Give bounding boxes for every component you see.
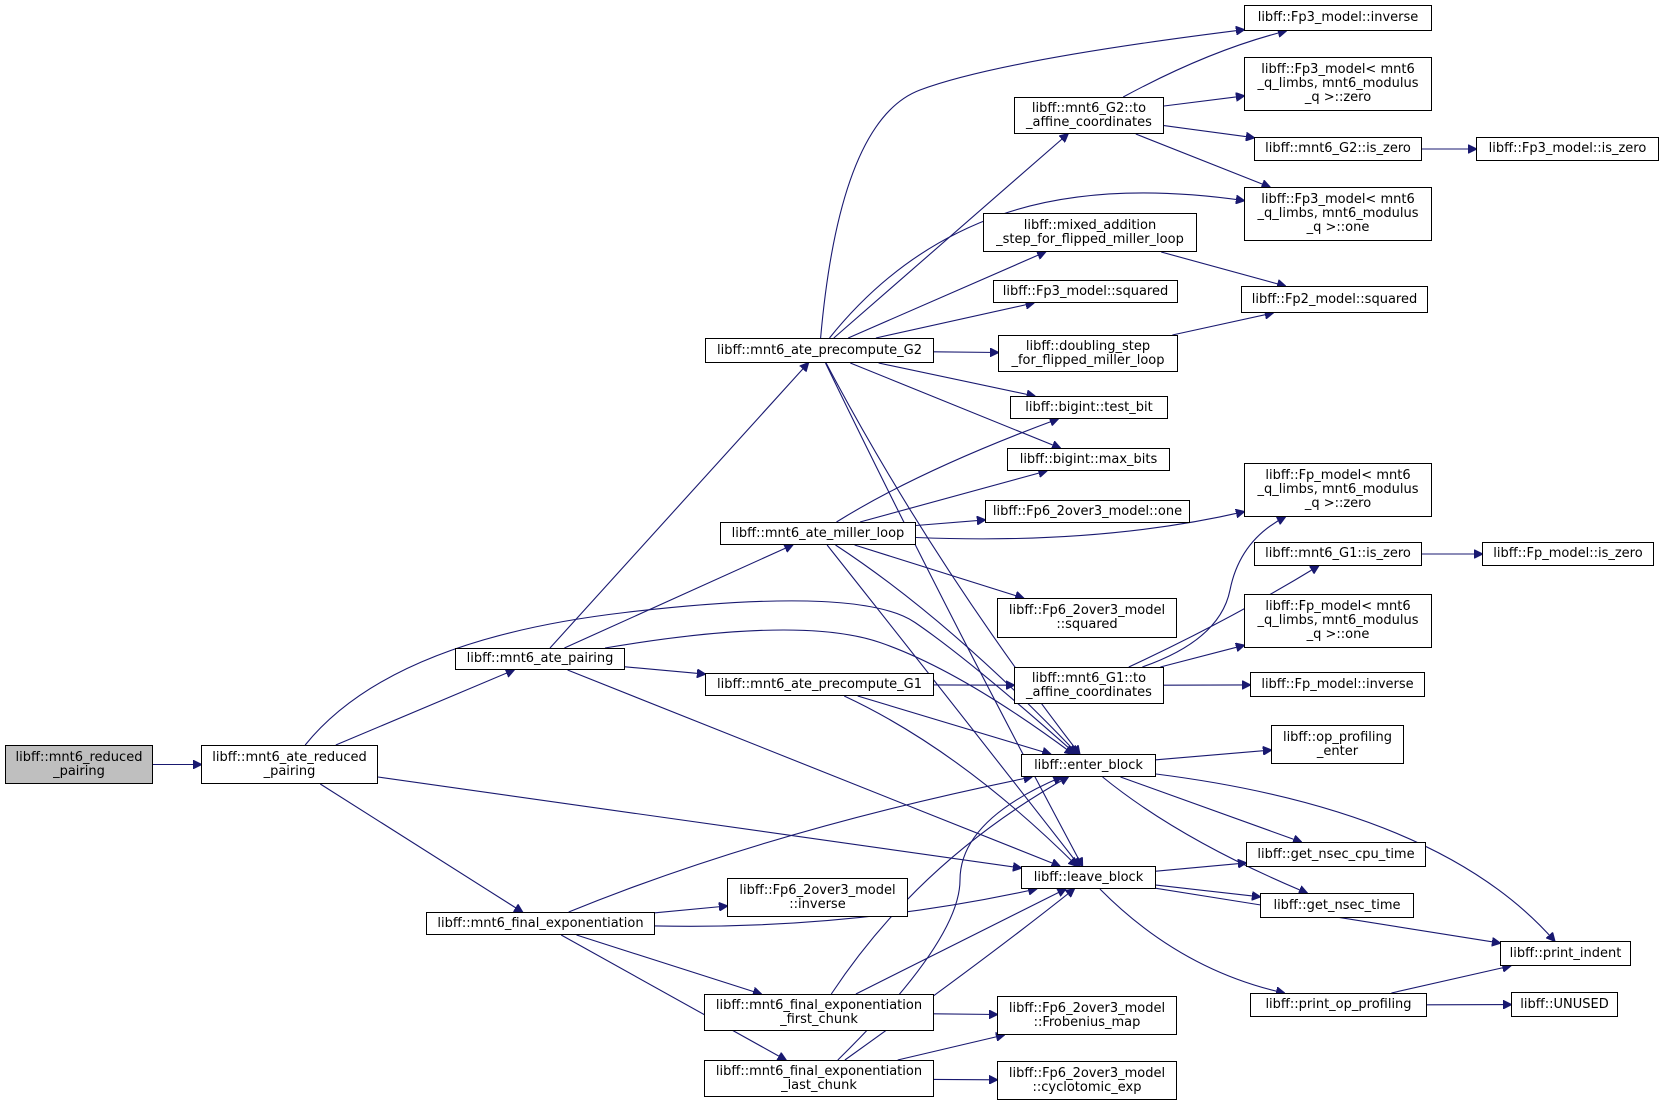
edge-n1-to-n2 [335,670,514,746]
node-get-nsec-time[interactable]: libff::get_nsec_time [1260,893,1414,918]
node-fp2-model-squared[interactable]: libff::Fp2_model::squared [1241,286,1428,313]
node-enter-block[interactable]: libff::enter_block [1021,754,1156,777]
node-mnt6-ate-precompute-g1[interactable]: libff::mnt6_ate_precompute_G1 [705,673,934,696]
edge-n5-to-n28 [915,512,1244,540]
edge-n4-to-n12 [933,352,998,353]
node-mnt6-g1-to-affine-coordinates[interactable]: libff::mnt6_G1::to _affine_coordinates [1014,667,1164,704]
edge-n6-to-n19 [843,695,1077,866]
edge-n1-to-n19 [377,776,1021,868]
node-doubling-step-for-flipped-miller-loop[interactable]: libff::doubling_step _for_flipped_miller… [998,335,1178,372]
edge-n9-to-n26 [1135,133,1270,187]
edge-n3-to-n19 [654,889,1036,927]
edge-n3-to-n20 [654,906,727,914]
edge-n18-to-n38 [1155,773,1555,941]
node-mnt6-final-exponentiation-first-chunk[interactable]: libff::mnt6_final_exponentiation _first_… [704,994,934,1031]
edge-n9-to-n23 [1122,31,1286,98]
node-fp-model-mnt6-q-limbs-mnt6-modulus-q-zero[interactable]: libff::Fp_model< mnt6 _q_limbs, mnt6_mod… [1244,463,1432,517]
node-mnt6-final-exponentiation-last-chunk[interactable]: libff::mnt6_final_exponentiation _last_c… [704,1060,934,1097]
node-fp3-model-mnt6-q-limbs-mnt6-modulus-q-zero[interactable]: libff::Fp3_model< mnt6 _q_limbs, mnt6_mo… [1244,57,1432,111]
node-fp3-model-squared[interactable]: libff::Fp3_model::squared [993,280,1178,303]
node-fp3-model-inverse[interactable]: libff::Fp3_model::inverse [1244,5,1432,31]
edge-n18-to-n33 [1120,776,1302,842]
edge-n2-to-n5 [564,545,792,649]
edge-n12-to-n27 [1172,313,1273,336]
node-fp-model-mnt6-q-limbs-mnt6-modulus-q-one[interactable]: libff::Fp_model< mnt6 _q_limbs, mnt6_mod… [1244,594,1432,648]
node-fp3-model-mnt6-q-limbs-mnt6-modulus-q-one[interactable]: libff::Fp3_model< mnt6 _q_limbs, mnt6_mo… [1244,187,1432,241]
node-fp6-2over3-model-cyclotomic-exp[interactable]: libff::Fp6_2over3_model ::cyclotomic_exp [997,1061,1177,1100]
edge-n5-to-n19 [826,544,1079,866]
node-fp6-2over3-model-inverse[interactable]: libff::Fp6_2over3_model ::inverse [727,878,908,917]
node-fp6-2over3-model-squared[interactable]: libff::Fp6_2over3_model ::squared [997,598,1177,638]
edge-n2-to-n4 [549,363,808,649]
edge-n10-to-n27 [1161,251,1285,286]
node-mnt6-ate-pairing[interactable]: libff::mnt6_ate_pairing [455,648,625,670]
edge-n4-to-n10 [847,252,1045,339]
edge-n5-to-n18 [835,544,1078,754]
edge-n9-to-n25 [1163,125,1254,138]
edge-n3-to-n8 [560,934,786,1060]
node-get-nsec-cpu-time[interactable]: libff::get_nsec_cpu_time [1246,842,1426,867]
node-bigint-test-bit[interactable]: libff::bigint::test_bit [1010,396,1168,419]
edge-n8-to-n21 [897,1035,1004,1061]
edge-n8-to-n19 [844,889,1074,1061]
edge-n19-to-n34 [1155,884,1260,897]
edge-n1-to-n18 [304,600,1075,754]
node-mnt6-ate-miller-loop[interactable]: libff::mnt6_ate_miller_loop [720,522,916,545]
node-mnt6-final-exponentiation[interactable]: libff::mnt6_final_exponentiation [426,912,655,935]
node-mnt6-reduced-pairing: libff::mnt6_reduced _pairing [5,745,153,784]
node-mnt6-ate-precompute-g2[interactable]: libff::mnt6_ate_precompute_G2 [705,338,934,363]
edge-n3-to-n7 [576,934,762,994]
node-fp-model-is-zero[interactable]: libff::Fp_model::is_zero [1482,542,1654,566]
edge-n35-to-n38 [1391,966,1510,994]
edge-n7-to-n21 [933,1014,997,1015]
edge-n4-to-n11 [875,303,1034,339]
edge-n4-to-n19 [825,362,1083,866]
node-fp3-model-is-zero[interactable]: libff::Fp3_model::is_zero [1476,137,1659,161]
edge-n17-to-n29 [1128,566,1319,668]
edge-n4-to-n23 [820,30,1244,339]
edge-n18-to-n32 [1155,750,1271,761]
node-mnt6-ate-reduced-pairing[interactable]: libff::mnt6_ate_reduced _pairing [201,745,378,784]
edge-n7-to-n19 [855,889,1066,995]
edge-n18-to-n34 [1102,776,1307,893]
edge-n2-to-n19 [567,669,1060,866]
edge-n19-to-n35 [1099,888,1284,993]
edge-n6-to-n18 [857,695,1051,754]
edge-n5-to-n16 [854,544,1024,598]
node-bigint-max-bits[interactable]: libff::bigint::max_bits [1007,448,1170,471]
node-op-profiling-enter[interactable]: libff::op_profiling _enter [1271,725,1404,764]
edge-n4-to-n13 [878,362,1035,396]
edge-n5-to-n14 [859,471,1047,523]
edge-n17-to-n28 [1142,517,1285,668]
edge-n19-to-n33 [1155,863,1246,872]
edge-n1-to-n3 [320,783,522,912]
edge-n17-to-n30 [1160,645,1244,668]
node-leave-block[interactable]: libff::leave_block [1021,866,1156,889]
node-fp6-2over3-model-one[interactable]: libff::Fp6_2over3_model::one [985,500,1190,523]
edge-n9-to-n24 [1163,96,1244,107]
node-mnt6-g2-is-zero[interactable]: libff::mnt6_G2::is_zero [1254,137,1422,161]
edge-n5-to-n15 [915,520,985,527]
edge-n2-to-n6 [624,666,705,674]
node-fp6-2over3-model-frobenius-map[interactable]: libff::Fp6_2over3_model ::Frobenius_map [997,996,1177,1035]
edge-n7-to-n18 [830,777,1068,995]
node-mnt6-g2-to-affine-coordinates[interactable]: libff::mnt6_G2::to _affine_coordinates [1014,97,1164,134]
edge-n4-to-n14 [850,362,1060,448]
edge-n3-to-n18 [568,777,1032,913]
node-mixed-addition-step-for-flipped-miller-loop[interactable]: libff::mixed_addition _step_for_flipped_… [983,213,1197,252]
node-print-indent[interactable]: libff::print_indent [1500,941,1631,966]
node-unused[interactable]: libff::UNUSED [1511,992,1618,1017]
node-mnt6-g1-is-zero[interactable]: libff::mnt6_G1::is_zero [1254,542,1422,566]
node-fp-model-inverse[interactable]: libff::Fp_model::inverse [1250,672,1425,697]
edge-n2-to-n18 [604,629,1073,754]
edge-n5-to-n13 [836,419,1058,523]
node-print-op-profiling[interactable]: libff::print_op_profiling [1250,993,1427,1017]
